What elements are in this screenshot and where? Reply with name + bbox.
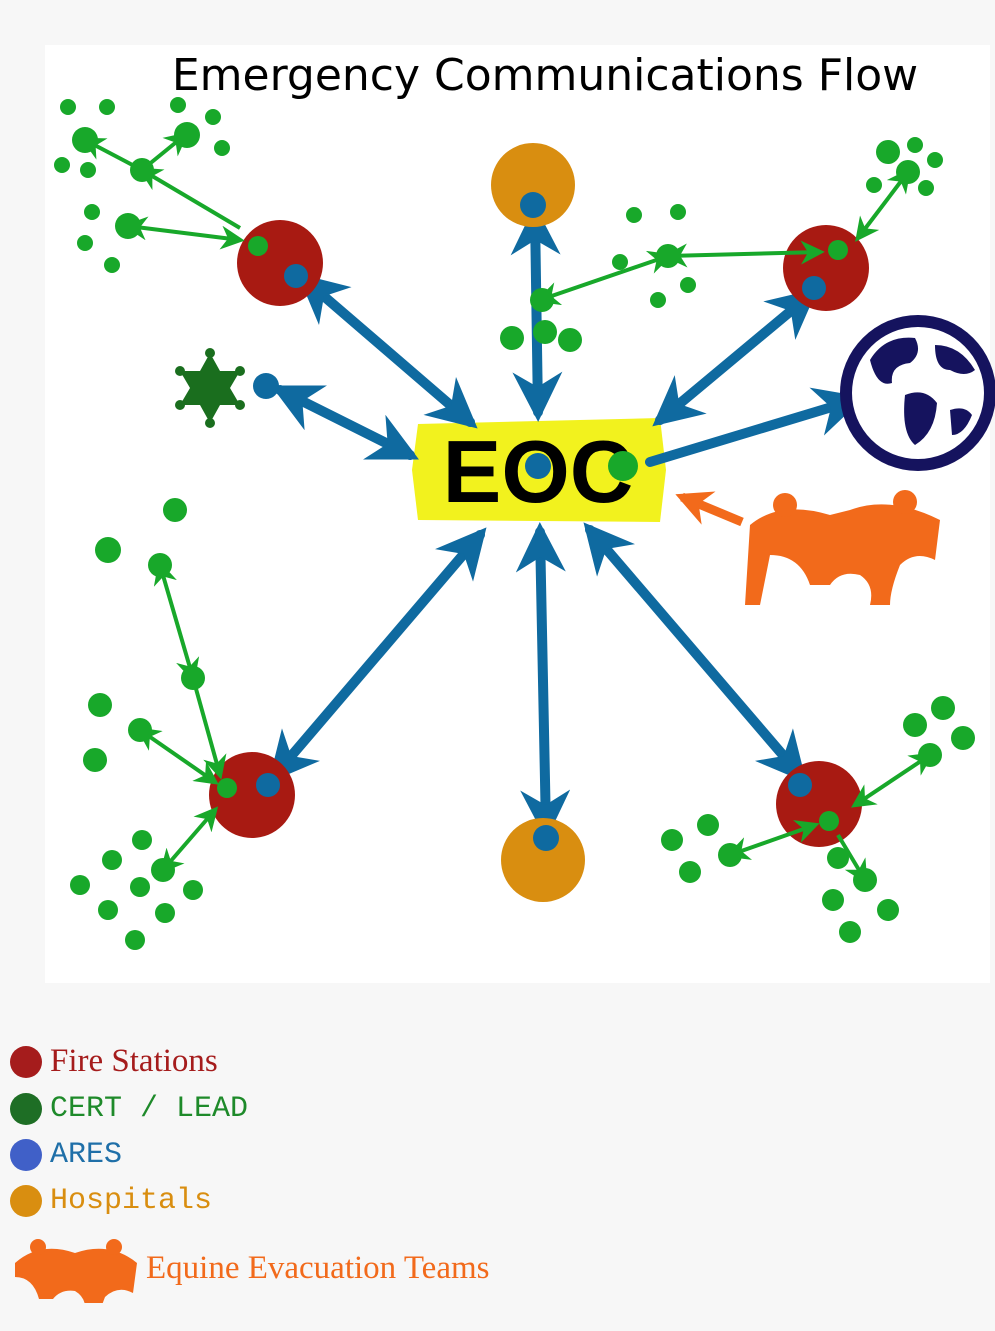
legend-label: CERT / LEAD bbox=[50, 1092, 249, 1126]
eoc-cert-dot bbox=[608, 451, 638, 481]
legend-label: Hospitals bbox=[50, 1184, 213, 1218]
fire-station-ne bbox=[783, 225, 869, 311]
equine-team-icon bbox=[745, 490, 940, 605]
hospital-top bbox=[491, 143, 575, 227]
legend-label: Fire Stations bbox=[50, 1043, 218, 1079]
legend-item-hospitals: Hospitals bbox=[10, 1185, 212, 1217]
globe-icon bbox=[840, 315, 995, 471]
hospital-bottom bbox=[501, 818, 585, 902]
link-eoc-sheriff bbox=[271, 385, 419, 460]
horse-icon bbox=[15, 1239, 137, 1303]
fire-station-dot-icon bbox=[10, 1045, 42, 1078]
legend-item-equine: Equine Evacuation Teams bbox=[10, 1233, 489, 1303]
diagram-title: Emergency Communications Flow bbox=[172, 50, 918, 101]
legend: Fire Stations CERT / LEAD ARES Hospitals… bbox=[10, 1045, 610, 1315]
ares-dot-icon bbox=[10, 1139, 42, 1171]
eoc-node: EOC bbox=[412, 418, 666, 522]
legend-item-ares: ARES bbox=[10, 1139, 122, 1171]
sheriff-ares-dot bbox=[253, 373, 279, 399]
sheriff-star-icon bbox=[175, 348, 245, 428]
legend-item-fire-stations: Fire Stations bbox=[10, 1045, 218, 1078]
link-eoc-globe bbox=[645, 387, 865, 467]
link-eoc-bottom-hospital bbox=[515, 522, 571, 840]
ares-links bbox=[268, 205, 865, 840]
cert-dots bbox=[54, 97, 975, 950]
eoc-ares-dot bbox=[525, 453, 551, 479]
link-eoc-top-hospital bbox=[510, 205, 563, 422]
fire-station-sw bbox=[209, 752, 295, 838]
fire-station-nw bbox=[237, 220, 323, 306]
equine-to-eoc-arrow bbox=[675, 491, 744, 527]
legend-item-cert: CERT / LEAD bbox=[10, 1093, 248, 1125]
link-eoc-fire-nw bbox=[297, 273, 478, 429]
link-eoc-fire-sw bbox=[268, 527, 487, 783]
link-eoc-fire-ne bbox=[652, 288, 818, 427]
legend-label: ARES bbox=[50, 1138, 123, 1172]
cert-dot-icon bbox=[10, 1093, 42, 1125]
link-eoc-fire-se bbox=[583, 522, 807, 783]
hospital-dot-icon bbox=[10, 1185, 42, 1217]
legend-label: Equine Evacuation Teams bbox=[146, 1249, 490, 1286]
